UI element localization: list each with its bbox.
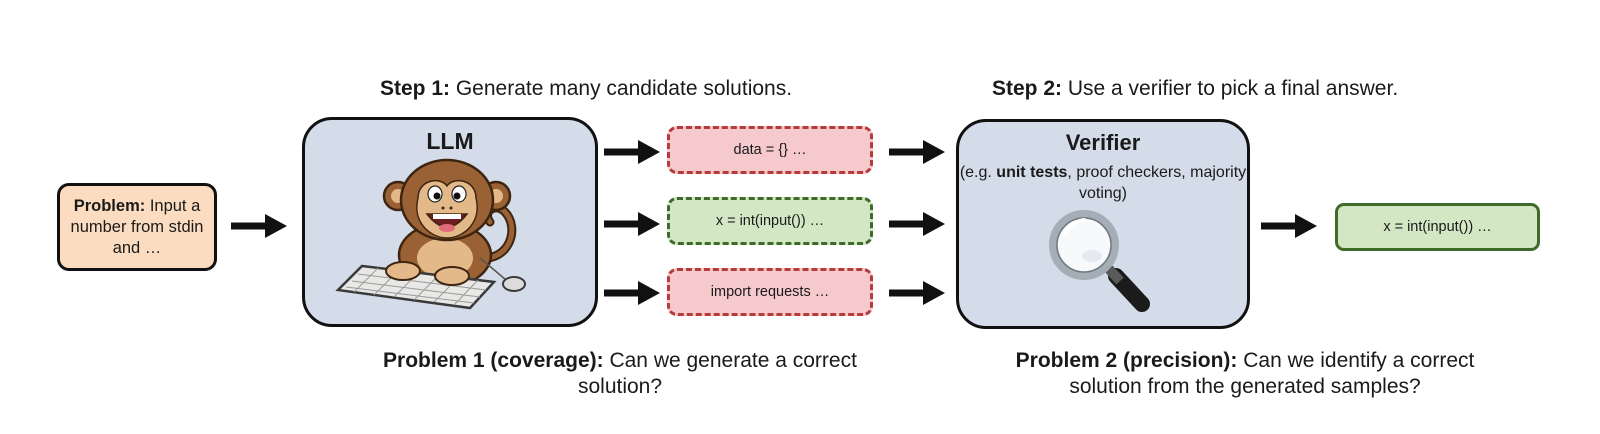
problem-label: Problem: xyxy=(73,196,146,215)
candidate-solution-3-text: import requests … xyxy=(710,284,830,300)
problem-input-text: Problem: Input a number from stdin and … xyxy=(70,196,204,259)
verifier-title: Verifier xyxy=(1065,130,1141,155)
candidate-solution-1: data = {} … xyxy=(667,126,873,174)
problem1-line1: Can we generate a correct xyxy=(603,349,857,372)
step2-label: Step 2: xyxy=(992,77,1063,100)
problem2-caption: Problem 2 (precision): Can we identify a… xyxy=(955,348,1535,400)
step1-label: Step 1: xyxy=(380,77,451,100)
arrow-right-icon xyxy=(604,212,660,236)
step2-text: Use a verifier to pick a final answer. xyxy=(1062,77,1399,100)
step1-caption: Step 1: Generate many candidate solution… xyxy=(380,77,792,101)
step2-caption: Step 2: Use a verifier to pick a final a… xyxy=(992,77,1398,101)
problem2-line2: solution from the generated samples? xyxy=(1069,375,1421,398)
problem-description: Input a number from stdin and … xyxy=(70,196,204,257)
arrow-right-icon xyxy=(889,140,945,164)
problem1-label: Problem 1 (coverage): xyxy=(383,349,604,372)
magnifying-glass-icon xyxy=(1049,210,1150,312)
verifier-examples-bold: unit tests xyxy=(996,164,1068,181)
monkey-typing-icon xyxy=(335,158,526,310)
problem2-label: Problem 2 (precision): xyxy=(1015,349,1238,372)
problem1-caption: Problem 1 (coverage): Can we generate a … xyxy=(330,348,910,400)
problem-input-box: Problem: Input a number from stdin and … xyxy=(57,183,217,271)
arrow-right-icon xyxy=(604,140,660,164)
final-answer-box: x = int(input()) … xyxy=(1335,203,1540,251)
candidate-solution-3: import requests … xyxy=(667,268,873,316)
candidate-solution-1-text: data = {} … xyxy=(733,142,807,158)
llm-title: LLM xyxy=(426,128,474,154)
verifier-examples: (e.g. unit tests, proof checkers, majori… xyxy=(956,162,1250,204)
arrow-right-icon xyxy=(604,281,660,305)
arrow-right-icon xyxy=(889,281,945,305)
arrow-right-icon xyxy=(889,212,945,236)
arrow-right-icon xyxy=(231,214,287,238)
verifier-examples-rest: , proof checkers, majority voting) xyxy=(1067,164,1247,202)
verifier-examples-prefix: (e.g. xyxy=(959,164,997,181)
problem2-line1: Can we identify a correct xyxy=(1237,349,1475,372)
candidate-solution-2: x = int(input()) … xyxy=(667,197,873,245)
arrow-right-icon xyxy=(1261,214,1317,238)
candidate-solution-2-text: x = int(input()) … xyxy=(715,213,825,229)
final-answer-text: x = int(input()) … xyxy=(1383,219,1492,235)
step1-text: Generate many candidate solutions. xyxy=(450,77,793,100)
problem1-line2: solution? xyxy=(577,375,663,398)
